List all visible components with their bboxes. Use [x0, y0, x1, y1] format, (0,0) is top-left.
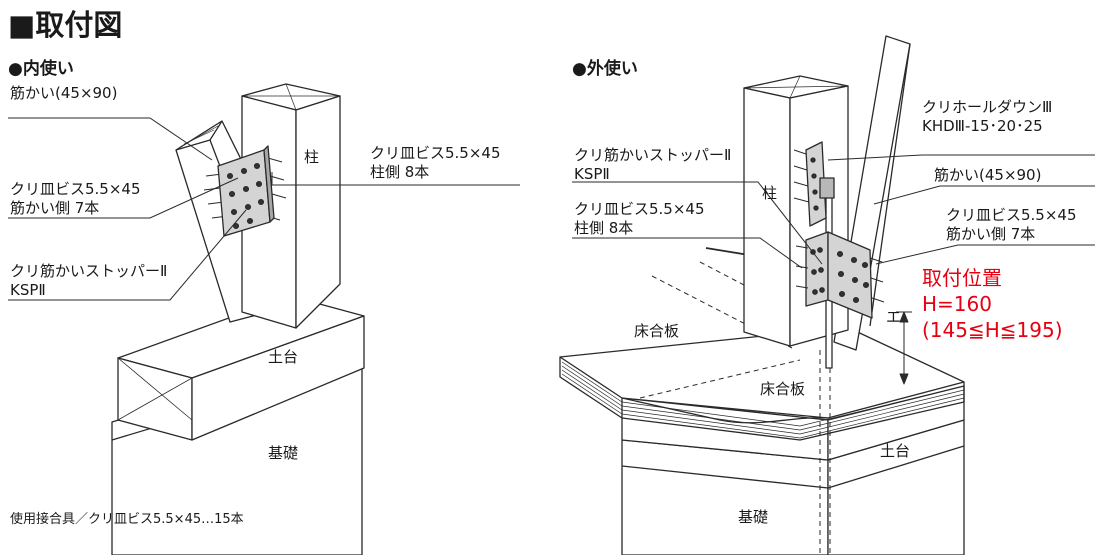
position-range: (145≦H≦195): [922, 318, 1063, 342]
outer-foundation: [621, 419, 965, 555]
outer-floor-center-label: 床合板: [760, 380, 806, 398]
outer-dim-mark: エ: [886, 308, 902, 326]
outer-sill-label: 土台: [880, 442, 911, 460]
outer-dimension-h: [896, 311, 912, 385]
outer-stopper-plate: [795, 231, 885, 319]
outer-brace-label: 筋かい(45×90): [934, 166, 1042, 184]
position-height: H=160: [922, 292, 992, 316]
inner-stopper-plate: [217, 145, 275, 237]
inner-column-label: 柱: [304, 148, 320, 166]
inner-foundation-label: 基礎: [268, 444, 299, 462]
outer-column-label: 柱: [762, 184, 778, 202]
inner-brace-label: 筋かい(45×90): [10, 84, 118, 102]
inner-heading: ●内使い: [8, 59, 74, 79]
outer-floor-left-label: 床合板: [634, 322, 680, 340]
outer-foundation-label: 基礎: [738, 508, 769, 526]
inner-sill-label: 土台: [268, 348, 299, 366]
footer-note: 使用接合具／クリ皿ビス5.5×45…15本: [10, 512, 244, 527]
page-title: ■取付図: [8, 8, 123, 42]
leader-lines: [8, 117, 1095, 301]
outer-heading: ●外使い: [572, 59, 638, 79]
position-title: 取付位置: [922, 266, 1002, 290]
